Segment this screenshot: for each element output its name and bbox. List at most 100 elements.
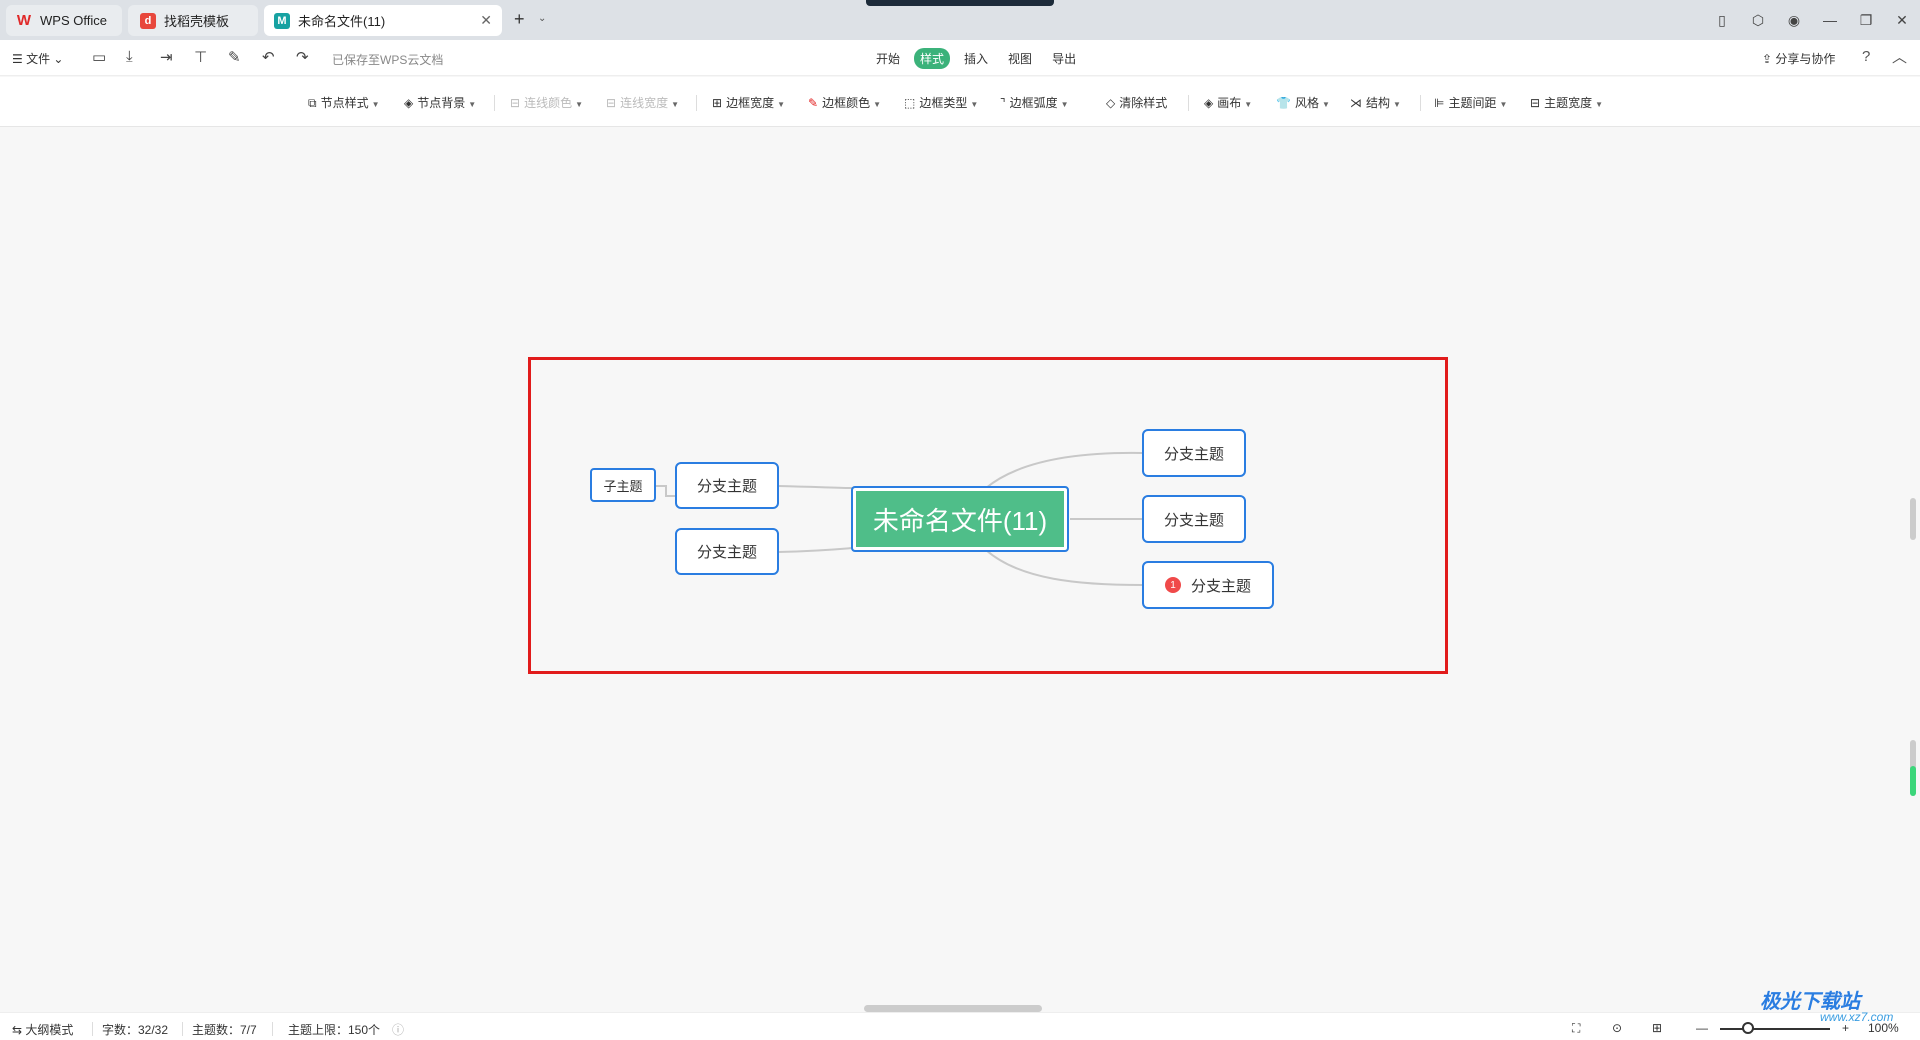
zoom-slider-handle[interactable] — [1742, 1022, 1754, 1034]
window-drag-accent — [866, 0, 1054, 6]
cube-icon[interactable]: ⬡ — [1751, 11, 1765, 28]
help-icon[interactable]: ? — [1862, 48, 1871, 65]
left-branch-node-1[interactable]: 分支主题 — [675, 462, 779, 509]
line-color-icon: ⊟ — [510, 96, 521, 110]
dropdown-caret-icon: ▼ — [873, 100, 881, 109]
info-icon[interactable]: ⓘ — [392, 1023, 405, 1037]
dropdown-caret-icon: ▼ — [1321, 100, 1330, 109]
new-tab-dropdown-icon[interactable]: ⌄ — [538, 13, 547, 24]
mindmap-canvas[interactable] — [0, 128, 1920, 1008]
horizontal-scrollbar-thumb[interactable] — [864, 1005, 1042, 1012]
eraser-icon: ◇ — [1106, 96, 1116, 110]
structure-button[interactable]: ⋊结构▼ — [1350, 96, 1401, 110]
close-window-icon[interactable]: ✕ — [1896, 11, 1908, 28]
export-icon[interactable]: ⇥ — [160, 49, 173, 66]
undo-icon[interactable]: ↶ — [262, 49, 275, 66]
dropdown-caret-icon: ▼ — [468, 100, 477, 109]
status-bar: ⇆ 大纲模式 字数：32/32 主题数：7/7 主题上限：150个 ⓘ ⛶ ⊙ … — [0, 1012, 1920, 1040]
theme-style-button[interactable]: 👕风格▼ — [1276, 96, 1330, 110]
border-color-icon: ✎ — [808, 96, 819, 110]
selection-highlight-box — [528, 357, 1448, 674]
border-width-button[interactable]: ⊞边框宽度▼ — [712, 96, 785, 110]
layout-icon[interactable]: ▯ — [1718, 11, 1726, 28]
toolbar-divider — [494, 95, 495, 111]
dropdown-caret-icon: ▼ — [970, 100, 979, 109]
sub-topic-node[interactable]: 子主题 — [590, 468, 656, 502]
topic-spacing-button[interactable]: ⊫主题间距▼ — [1434, 96, 1508, 110]
menu-bar: ☰ 文件 ⌄ ▭ ⤓ ⇥ ⊤ ✎ ↶ ↷ 已保存至WPS云文档 开始 样式 插入… — [0, 40, 1920, 76]
tab-view[interactable]: 视图 — [1008, 52, 1033, 66]
minimize-icon[interactable]: — — [1823, 12, 1837, 28]
dropdown-caret-icon: ▼ — [1244, 100, 1253, 109]
new-tab-icon[interactable]: + — [514, 9, 525, 29]
tab-label: 找稻壳模板 — [164, 14, 230, 29]
status-divider — [272, 1022, 273, 1036]
zoom-level: 100% — [1868, 1021, 1899, 1035]
vertical-scrollbar-thumb[interactable] — [1910, 498, 1916, 540]
topic-width-button[interactable]: ⊟主题宽度▼ — [1530, 96, 1603, 110]
pen-icon[interactable]: ✎ — [228, 49, 241, 66]
window-controls: ▯ ⬡ ◉ — ❐ ✕ — [1704, 0, 1920, 40]
tab-current-file[interactable]: M 未命名文件(11) ✕ — [264, 5, 502, 36]
zoom-in-button[interactable]: + — [1842, 1021, 1850, 1035]
line-width-icon: ⊟ — [606, 96, 617, 110]
line-color-button[interactable]: ⊟连线颜色▼ — [510, 96, 583, 110]
right-branch-node-1[interactable]: 分支主题 — [1142, 429, 1246, 477]
toolbar-divider — [696, 95, 697, 111]
tab-wps-office[interactable]: W WPS Office — [6, 5, 122, 36]
node-style-button[interactable]: ⧉节点样式▼ — [308, 96, 380, 110]
tab-export[interactable]: 导出 — [1052, 52, 1077, 66]
topic-limit: 主题上限：150个 — [288, 1023, 381, 1037]
shirt-icon: 👕 — [1276, 96, 1291, 110]
right-branch-node-3[interactable]: 1 分支主题 — [1142, 561, 1274, 609]
close-tab-icon[interactable]: ✕ — [480, 12, 492, 28]
tab-label: 未命名文件(11) — [298, 14, 386, 29]
border-radius-button[interactable]: ⌝边框弧度▼ — [1000, 96, 1069, 110]
scroll-progress — [1910, 766, 1916, 796]
spacing-icon: ⊫ — [1434, 96, 1445, 110]
share-icon: ⇪ — [1762, 52, 1776, 66]
share-button[interactable]: ⇪ 分享与协作 — [1762, 52, 1836, 66]
fit-screen-icon[interactable]: ⛶ — [1572, 1021, 1581, 1035]
border-type-icon: ⬚ — [904, 96, 916, 110]
map-icon[interactable]: ⊞ — [1652, 1021, 1663, 1035]
vertical-scroll-indicator[interactable] — [1910, 740, 1916, 796]
redo-icon[interactable]: ↷ — [296, 49, 309, 66]
avatar[interactable]: ◉ — [1787, 11, 1801, 28]
collapse-ribbon-icon[interactable]: ︿ — [1892, 49, 1908, 66]
priority-badge: 1 — [1164, 577, 1181, 593]
border-type-button[interactable]: ⬚边框类型▼ — [904, 96, 979, 110]
tab-style[interactable]: 样式 — [914, 48, 951, 69]
toolbar-divider — [1420, 95, 1421, 111]
save-icon[interactable]: ▭ — [92, 49, 107, 66]
tab-docer-templates[interactable]: d 找稻壳模板 — [128, 5, 258, 36]
dropdown-caret-icon: ▼ — [1595, 100, 1603, 109]
status-divider — [92, 1022, 93, 1036]
topic-count: 主题数：7/7 — [192, 1023, 257, 1037]
download-icon[interactable]: ⤓ — [126, 48, 133, 65]
line-width-button[interactable]: ⊟连线宽度▼ — [606, 96, 679, 110]
clear-style-button[interactable]: ◇清除样式 — [1106, 96, 1168, 110]
file-menu[interactable]: ☰ 文件 ⌄ — [12, 52, 64, 66]
canvas-icon: ◈ — [1204, 96, 1214, 110]
restore-icon[interactable]: ❐ — [1859, 11, 1873, 28]
tab-start[interactable]: 开始 — [876, 52, 901, 66]
border-width-icon: ⊞ — [712, 96, 723, 110]
root-topic-node[interactable]: 未命名文件(11) — [851, 486, 1069, 552]
toolbar-divider — [1188, 95, 1189, 111]
zoom-slider-track[interactable] — [1720, 1028, 1830, 1030]
status-divider — [182, 1022, 183, 1036]
zoom-out-button[interactable]: — — [1696, 1021, 1708, 1035]
format-painter-icon[interactable]: ⊤ — [194, 49, 208, 66]
border-color-button[interactable]: ✎边框颜色▼ — [808, 96, 881, 110]
right-branch-node-2[interactable]: 分支主题 — [1142, 495, 1246, 543]
dropdown-caret-icon: ▼ — [1499, 100, 1508, 109]
node-background-button[interactable]: ◈节点背景▼ — [404, 96, 477, 110]
locate-icon[interactable]: ⊙ — [1612, 1021, 1623, 1035]
tab-insert[interactable]: 插入 — [964, 52, 989, 66]
node-label: 分支主题 — [1190, 577, 1251, 595]
outline-mode-button[interactable]: ⇆ 大纲模式 — [12, 1023, 74, 1037]
left-branch-node-2[interactable]: 分支主题 — [675, 528, 779, 575]
canvas-button[interactable]: ◈画布▼ — [1204, 96, 1253, 110]
watermark-logo: 极光下载站 www.xz7.com — [1760, 991, 1894, 1024]
